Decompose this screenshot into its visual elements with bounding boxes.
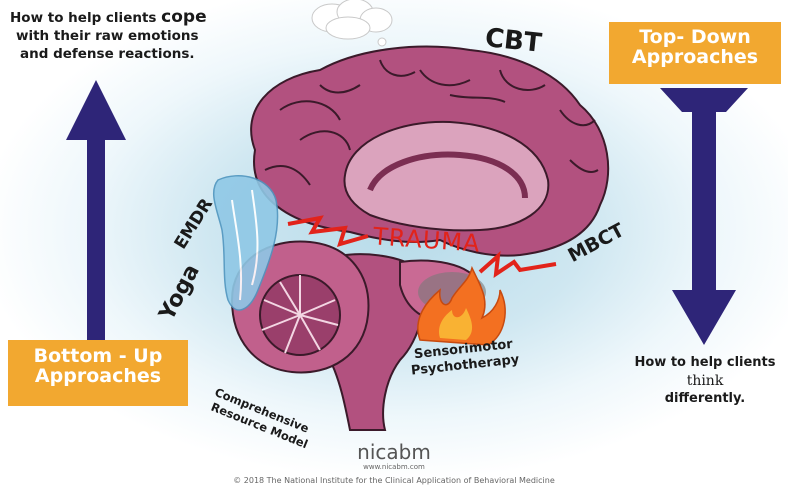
thinking-note-line3: differently. <box>630 390 780 408</box>
top-down-box-line1: Top- Down <box>609 28 781 48</box>
thinking-note-line2: think <box>630 372 780 390</box>
bottom-up-box-line2: Approaches <box>8 367 188 387</box>
footer: nicabm www.nicabm.com © 2018 The Nationa… <box>0 441 788 487</box>
bottom-up-arrow <box>66 80 126 340</box>
coping-note-line2: with their raw emotions <box>10 27 207 45</box>
cerebrum <box>251 47 608 256</box>
footer-copyright: © 2018 The National Institute for the Cl… <box>0 475 788 487</box>
coping-note-line3: and defense reactions. <box>10 45 207 63</box>
coping-note: How to help clients cope with their raw … <box>10 8 207 63</box>
coping-note-line1-text: How to help clients <box>10 10 161 26</box>
thinking-note-line1: How to help clients <box>630 354 780 372</box>
top-down-arrow <box>660 88 748 345</box>
bottom-up-box-line1: Bottom - Up <box>8 347 188 367</box>
thinking-note: How to help clients think differently. <box>630 354 780 408</box>
coping-note-emphasis: cope <box>161 7 206 27</box>
fire <box>418 268 505 345</box>
bottom-up-box: Bottom - Up Approaches <box>8 340 188 406</box>
footer-brand: nicabm <box>0 441 788 463</box>
footer-url: www.nicabm.com <box>0 463 788 472</box>
label-cbt: CBT <box>484 23 543 59</box>
top-down-box-line2: Approaches <box>609 48 781 68</box>
top-down-box: Top- Down Approaches <box>609 22 781 84</box>
thought-cloud <box>312 0 392 55</box>
